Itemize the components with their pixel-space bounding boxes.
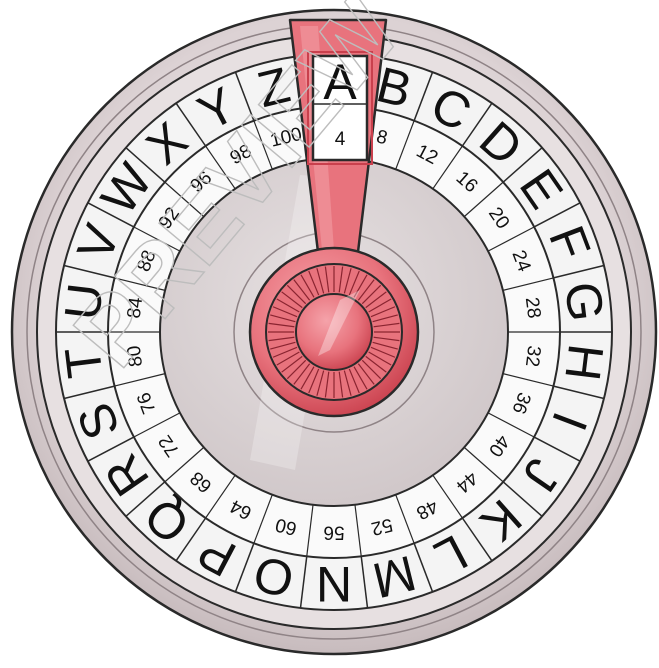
wheel-number-56: 56 <box>323 522 344 543</box>
wheel-number-32: 32 <box>521 344 544 368</box>
wheel-letter-g: G <box>554 279 614 324</box>
wheel-letter-h: H <box>554 341 614 384</box>
wheel-number-28: 28 <box>521 296 544 320</box>
wheel-letter-n: N <box>316 556 352 612</box>
